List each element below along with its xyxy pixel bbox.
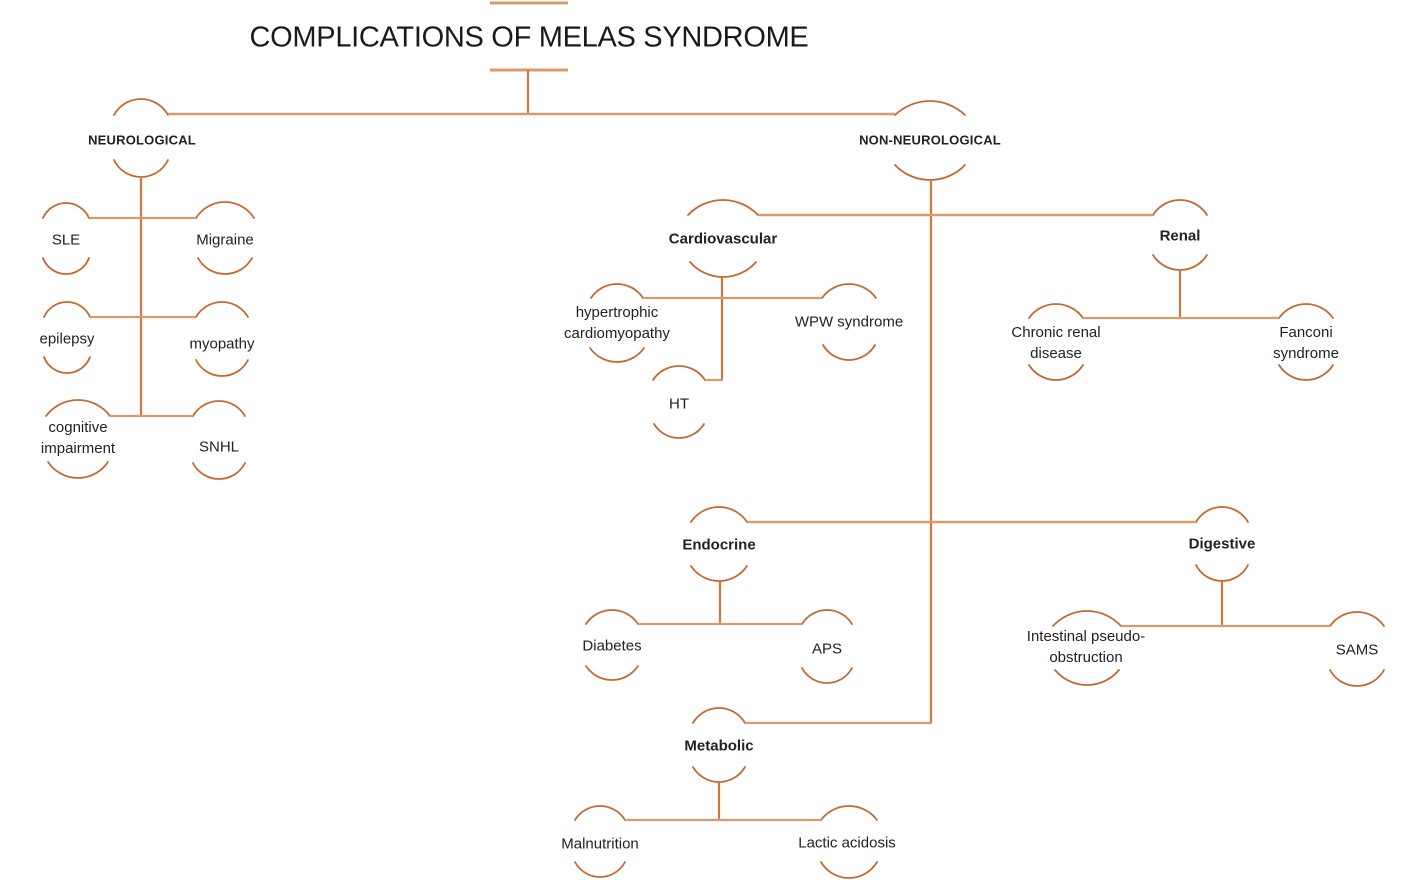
cognitive-impairment-bottom-arc (47, 461, 109, 479)
node-label-migraine: Migraine (196, 231, 254, 249)
renal-top-arc (1152, 199, 1208, 216)
fanconi-syndrome-bottom-arc (1278, 364, 1334, 381)
non-neurological-bottom-arc (894, 164, 966, 181)
endocrine-bottom-arc (690, 565, 748, 582)
node-label-cognitive-impairment: cognitive impairment (40, 419, 116, 457)
intestinal-pseudo-obstruction-top-arc (1052, 610, 1122, 627)
diabetes-top-arc (585, 609, 639, 625)
node-label-cardiovascular: Cardiovascular (668, 230, 778, 248)
node-label-epilepsy: epilepsy (39, 330, 95, 348)
node-label-renal: Renal (1159, 227, 1201, 245)
hypertrophic-cardiomyopathy-bottom-arc (589, 347, 645, 363)
node-label-snhl: SNHL (198, 438, 240, 456)
myopathy-top-arc (195, 301, 249, 318)
chronic-renal-disease-bottom-arc (1028, 364, 1084, 381)
neurological-bottom-arc (113, 159, 169, 178)
ht-bottom-arc (653, 423, 705, 439)
node-label-myopathy: myopathy (189, 335, 255, 353)
neurological-top-arc (113, 98, 169, 116)
cognitive-impairment-top-arc (45, 399, 111, 417)
diabetes-bottom-arc (585, 665, 639, 681)
endocrine-top-arc (690, 506, 748, 523)
node-label-neurological: NEUROLOGICAL (88, 132, 196, 148)
diagram-title: COMPLICATIONS OF MELAS SYNDROME (249, 21, 809, 54)
fanconi-syndrome-top-arc (1278, 303, 1334, 319)
node-label-malnutrition: Malnutrition (561, 835, 639, 853)
aps-top-arc (801, 609, 853, 625)
node-label-intestinal-pseudo-obstruction: Intestinal pseudo-obstruction (1026, 628, 1146, 666)
wpw-syndrome-bottom-arc (822, 344, 876, 361)
node-label-lactic-acidosis: Lactic acidosis (798, 834, 896, 852)
aps-bottom-arc (801, 667, 853, 684)
metabolic-bottom-arc (692, 766, 746, 783)
node-label-sle: SLE (51, 231, 81, 249)
cardiovascular-bottom-arc (689, 261, 757, 278)
intestinal-pseudo-obstruction-bottom-arc (1054, 669, 1120, 686)
sle-bottom-arc (42, 257, 90, 275)
sle-top-arc (42, 202, 90, 219)
lactic-acidosis-top-arc (820, 805, 878, 821)
malnutrition-top-arc (574, 805, 626, 821)
node-label-metabolic: Metabolic (684, 737, 754, 755)
cardiovascular-top-arc (687, 199, 759, 216)
node-label-hypertrophic-cardiomyopathy: hypertrophic cardiomyopathy (564, 304, 670, 342)
node-label-wpw-syndrome: WPW syndrome (794, 313, 904, 331)
digestive-top-arc (1195, 506, 1249, 523)
node-label-non-neurological: NON-NEUROLOGICAL (859, 132, 1001, 148)
node-label-ht: HT (669, 395, 689, 413)
migraine-top-arc (195, 201, 255, 219)
chronic-renal-disease-top-arc (1028, 303, 1084, 319)
lactic-acidosis-bottom-arc (820, 861, 878, 879)
node-label-digestive: Digestive (1188, 535, 1256, 553)
digestive-bottom-arc (1195, 564, 1249, 582)
snhl-bottom-arc (192, 462, 246, 480)
epilepsy-top-arc (43, 301, 91, 318)
hypertrophic-cardiomyopathy-top-arc (590, 283, 644, 299)
epilepsy-bottom-arc (43, 356, 91, 374)
sams-bottom-arc (1329, 669, 1385, 687)
snhl-top-arc (192, 400, 246, 417)
myopathy-bottom-arc (195, 359, 249, 377)
malnutrition-bottom-arc (574, 861, 626, 878)
non-neurological-top-arc (894, 100, 966, 116)
node-label-fanconi-syndrome: Fanconi syndrome (1273, 324, 1339, 362)
metabolic-top-arc (692, 707, 746, 724)
node-label-diabetes: Diabetes (582, 637, 642, 655)
wpw-syndrome-top-arc (821, 283, 877, 299)
node-label-chronic-renal-disease: Chronic renal disease (1011, 324, 1101, 362)
node-label-aps: APS (811, 640, 843, 658)
node-label-sams: SAMS (1335, 641, 1379, 659)
migraine-bottom-arc (197, 257, 253, 275)
ht-top-arc (652, 365, 706, 381)
node-label-endocrine: Endocrine (682, 536, 756, 554)
renal-bottom-arc (1152, 254, 1208, 271)
sams-top-arc (1329, 611, 1385, 627)
